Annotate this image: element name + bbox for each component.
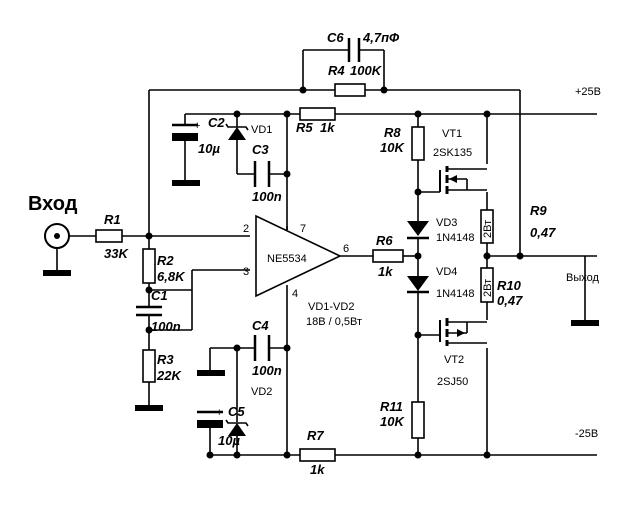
r10-power: 2Вт [482,279,494,297]
vd2-name: VD2 [251,386,272,398]
r6-name: R6 [376,233,393,248]
r1-value: 33K [104,246,129,261]
r7-name: R7 [307,428,324,443]
resistor-r2 [142,248,156,284]
ground-symbols [43,180,599,411]
r2-name: R2 [157,253,174,268]
c1-value: 100n [151,319,181,334]
diode-vd4-icon [407,276,429,294]
resistor-r7 [299,448,336,462]
vd4-name: VD4 [436,266,457,278]
r9-power: 2Вт [482,220,494,238]
r2-value: 6,8K [157,269,186,284]
r7-value: 1k [310,462,325,477]
opamp-pin2: 2 [243,223,249,235]
vt1-name: VT1 [442,128,462,140]
r11-value: 10K [380,414,405,429]
ground-icon [135,405,163,411]
vd3-name: VD3 [436,217,457,229]
r9-value: 0,47 [530,225,556,240]
r10-name: R10 [497,278,522,293]
c4-name: C4 [252,318,269,333]
zener-diode-vd1-icon [225,123,249,140]
vd12-note-title: VD1-VD2 [308,301,354,313]
c2-name: C2 [208,115,225,130]
c2-value: 10µ [198,141,220,156]
ground-icon [197,370,225,376]
r6-value: 1k [378,264,393,279]
capacitor-c4 [253,335,271,361]
capacitor-c1 [136,305,162,317]
r9-name: R9 [530,203,547,218]
vt1-part: 2SK135 [433,147,472,159]
opamp-pin6: 6 [343,243,349,255]
vt2-name: VT2 [444,354,464,366]
minus-rail-label: -25В [575,428,598,440]
c5-name: C5 [228,404,245,419]
r3-value: 22K [156,368,182,383]
resistor-r4 [334,83,366,97]
c3-name: C3 [252,142,269,157]
ground-icon [571,320,599,326]
c1-name: C1 [151,288,168,303]
resistor-r5 [299,107,336,121]
c6-name: C6 [327,30,344,45]
ground-icon [43,270,71,276]
opamp-pin4: 4 [292,288,298,300]
c5-plus: + [216,407,222,419]
resistor-r11 [411,401,425,439]
r11-name: R11 [380,399,403,414]
vd4-part: 1N4148 [436,288,475,300]
r10-value: 0,47 [497,293,523,308]
ground-icon [172,180,200,186]
vd12-note-spec: 18В / 0,5Вт [306,316,362,328]
capacitor-c3 [253,161,271,187]
mosfet-vt2-icon [439,318,487,346]
c2-plus: + [194,120,200,132]
opamp-pin3: 3 [243,266,249,278]
resistor-r6 [372,249,404,263]
r5-name: R5 [296,120,313,135]
mosfet-vt1-icon [439,166,487,194]
input-jack-icon [44,223,70,249]
output-label: Выход [566,272,599,284]
resistor-r9 [480,209,494,244]
opamp-name: NE5534 [267,253,307,265]
resistor-r3 [142,349,156,383]
capacitor-c6 [347,38,361,62]
r4-value: 100K [350,63,383,78]
c5-value: 10µ [218,433,240,448]
c4-value: 100n [252,363,282,378]
r5-value: 1k [320,120,335,135]
junction-dots [145,86,524,459]
opamp-icon [255,214,342,298]
resistor-r1 [95,229,123,243]
r1-name: R1 [104,212,121,227]
r8-name: R8 [384,125,401,140]
input-label: Вход [28,193,78,215]
resistor-r10 [480,267,494,303]
capacitor-c5 [197,410,223,428]
plus-rail-label: +25В [575,86,601,98]
capacitor-c2 [172,123,198,141]
diode-vd3-icon [407,221,429,276]
resistor-r8 [411,126,425,161]
r8-value: 10K [380,140,405,155]
r4-name: R4 [328,63,345,78]
vd3-part: 1N4148 [436,232,475,244]
zener-diode-vd2-icon [225,419,249,436]
vt2-part: 2SJ50 [437,376,468,388]
r3-name: R3 [157,352,174,367]
vd1-name: VD1 [251,124,272,136]
c6-value: 4,7пФ [362,30,400,45]
opamp-pin7: 7 [300,223,306,235]
c3-value: 100n [252,189,282,204]
